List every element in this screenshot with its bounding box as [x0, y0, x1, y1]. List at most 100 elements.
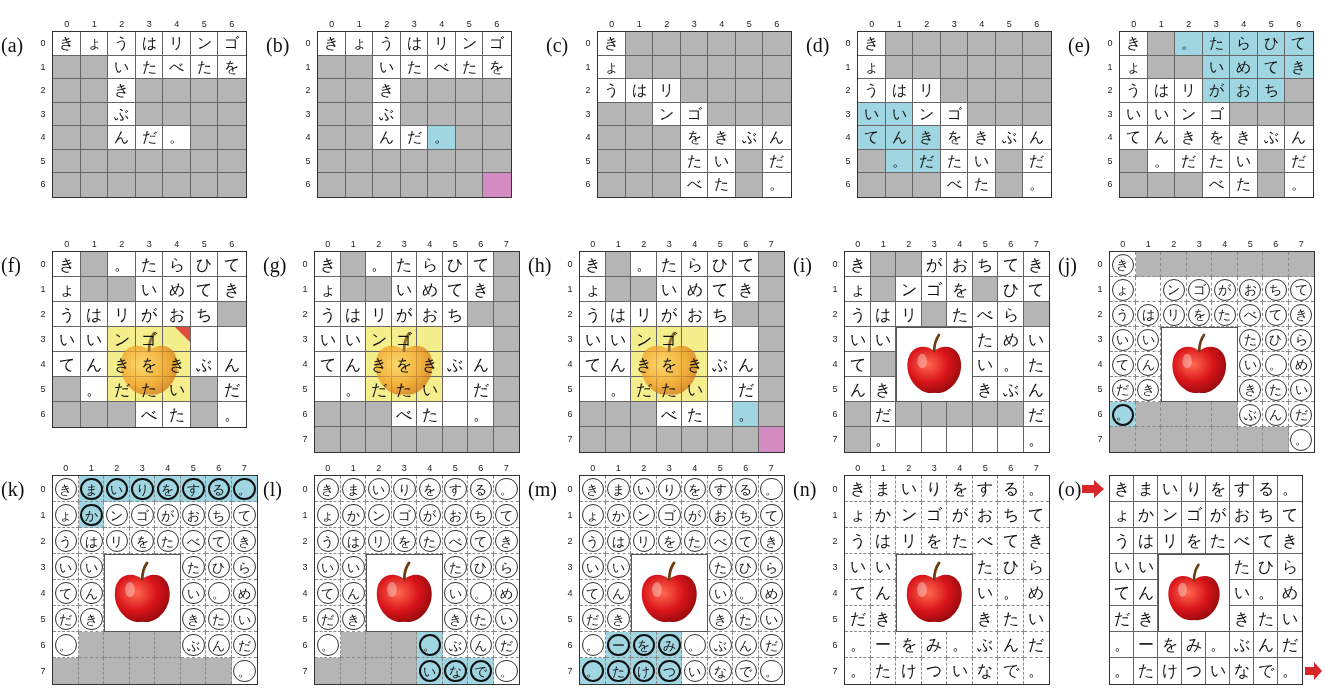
letter-circle: ょ: [1112, 279, 1134, 301]
axis-number: 6: [1273, 240, 1278, 249]
grid-char: た: [462, 60, 477, 75]
grid-char: き: [1142, 383, 1155, 396]
axis-number-box: 1: [582, 56, 594, 80]
axis-number: 5: [983, 240, 988, 249]
axis-number: 1: [832, 285, 837, 294]
axis-number: 0: [590, 240, 595, 249]
grid-char: ょ: [59, 282, 75, 298]
grid-char: 。: [1116, 408, 1129, 421]
axis-number-box: 2: [108, 18, 136, 30]
panel-letter: (b): [266, 35, 289, 55]
letter-circle: い: [55, 556, 78, 579]
axis-number: 7: [1034, 240, 1039, 249]
grid-char: べ: [187, 535, 200, 548]
cell-box: い: [53, 554, 79, 580]
axis-number: 0: [40, 260, 45, 269]
letter-circle: を: [157, 478, 180, 501]
axis-number: 3: [845, 110, 850, 119]
axis-number: 3: [667, 240, 672, 249]
grid-char: が: [926, 257, 942, 273]
axis-number-box: 3: [37, 554, 49, 580]
axis-number-box: 6: [468, 238, 494, 250]
cell-box: ょ: [1120, 56, 1148, 80]
grid-char: い: [238, 613, 251, 626]
cell-box: ょ: [315, 502, 341, 528]
grid-char: て: [473, 257, 489, 273]
axis-number-box: 5: [582, 150, 594, 174]
grid-char: て: [1291, 36, 1306, 51]
letter-circle: る: [208, 478, 231, 501]
axis-number: 6: [1097, 410, 1102, 419]
grid-char: ぶ: [379, 107, 394, 122]
grid-char: ち: [1269, 283, 1282, 296]
cell-box: ん: [1263, 402, 1289, 427]
grid-char: べ: [141, 407, 157, 423]
grid-char: ょ: [585, 282, 601, 298]
letter-circle: は: [1137, 304, 1159, 326]
cell-box: き: [1230, 126, 1258, 150]
axis-number-box: 1: [341, 238, 367, 250]
grid-char: ち: [712, 307, 728, 323]
grid-char: は: [892, 83, 907, 98]
grid-char: ょ: [1116, 283, 1129, 296]
axis-number: 1: [302, 285, 307, 294]
grid-char: ん: [1142, 358, 1155, 371]
panel-letter-box: (b): [266, 33, 306, 57]
axis-number-box: 6: [1094, 402, 1106, 427]
grid-char: だ: [1028, 407, 1044, 423]
axis-number-box: 0: [299, 252, 311, 277]
panel-letter-box: (j): [1058, 253, 1098, 277]
axis-number: 1: [40, 511, 45, 520]
cell-box: て: [998, 252, 1024, 277]
cell-box: う: [1110, 302, 1136, 327]
cell-box: 。: [232, 658, 258, 684]
axis-number: 5: [585, 157, 590, 166]
grid-char: う: [320, 307, 336, 323]
grid-char: ん: [345, 357, 361, 373]
cell-box: き: [973, 377, 999, 402]
cell-box: 。: [232, 476, 258, 502]
cell-box: き: [108, 352, 136, 377]
grid-char: ゴ: [224, 36, 239, 51]
axis-number: 0: [585, 39, 590, 48]
cell-box: ン: [456, 32, 484, 56]
cell-box: 。: [1289, 427, 1315, 452]
cell-box: 。: [1285, 173, 1313, 197]
cell-box: き: [366, 352, 392, 377]
grid-char: 。: [1029, 177, 1044, 192]
cell-box: を: [130, 528, 156, 554]
axis-number-box: 6: [1263, 238, 1289, 250]
grid-char: リ: [1167, 308, 1180, 321]
axis-number-box: 0: [845, 238, 871, 250]
grid-char: う: [1126, 83, 1141, 98]
cell-box: き: [468, 277, 494, 302]
axis-number: 2: [641, 240, 646, 249]
cell-box: が: [922, 252, 948, 277]
cell-box: た: [456, 56, 484, 80]
axis-number-box: 0: [53, 238, 81, 250]
cell-box: ゴ: [130, 502, 156, 528]
cell-box: き: [1238, 377, 1264, 402]
letter-circle: 。: [208, 582, 231, 605]
cell-box: た: [1238, 327, 1264, 352]
grid-char: る: [212, 483, 225, 496]
axis-number: 1: [845, 63, 850, 72]
letter-circle: き: [233, 530, 256, 553]
cell-box: ぶ: [108, 103, 136, 127]
cell-box: て: [1289, 277, 1315, 302]
axis-number: 2: [906, 240, 911, 249]
axis-number-box: 1: [1094, 277, 1106, 302]
grid-char: を: [161, 483, 174, 496]
cell-box: を: [136, 352, 164, 377]
axis-number: 5: [832, 385, 837, 394]
grid-char: て: [196, 282, 212, 298]
cell-box: べ: [681, 173, 709, 197]
grid-char: ら: [1295, 333, 1308, 346]
axis-number: 5: [202, 240, 207, 249]
cell-box: ん: [1024, 377, 1050, 402]
cell-box: ぶ: [1258, 126, 1286, 150]
axis-number-box: 3: [392, 462, 418, 474]
cell-box: い: [108, 56, 136, 80]
cell-box: た: [947, 302, 973, 327]
cell-box: て: [468, 252, 494, 277]
